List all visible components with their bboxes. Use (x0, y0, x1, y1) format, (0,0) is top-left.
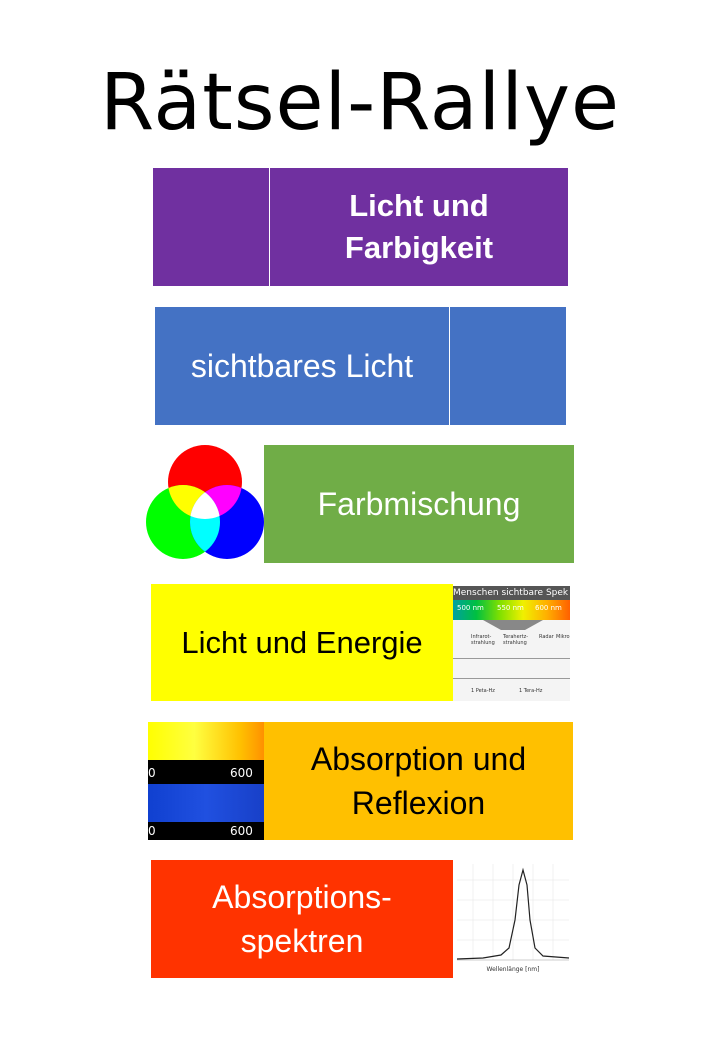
tile-label-line2: spektren (240, 923, 364, 959)
tile-absorptionsspektren[interactable]: Absorptions- spektren (151, 860, 453, 978)
yellow-gradient (148, 722, 264, 760)
scale-label-600: 600 (230, 766, 253, 780)
spectrum-header: Menschen sichtbare Spek (453, 586, 570, 600)
curve-xlabel: Wellenlänge [nm] (487, 966, 540, 973)
tile-farbmischung[interactable]: Farbmischung (264, 445, 574, 563)
spectrum-label-1: Infrarot-strahlung (471, 634, 495, 646)
absorption-scale-image: 0 600 0 600 (148, 722, 264, 840)
tile-label-line2: Reflexion (351, 785, 486, 821)
spectrum-freq-1: 1 Peta-Hz (471, 688, 495, 694)
spectrum-label-3: Radar (539, 634, 554, 640)
scale-label-600: 600 (230, 824, 253, 838)
divider (449, 307, 450, 425)
spectrum-bar (453, 600, 570, 620)
tile-label-line1: Absorptions- (212, 879, 392, 915)
tile-absorption-reflexion[interactable]: Absorption und Reflexion (264, 722, 573, 840)
tile-label-line1: Absorption und (310, 741, 527, 777)
scale-label-left: 0 (148, 824, 156, 838)
spectrum-freq-2: 1 Tera-Hz (519, 688, 543, 694)
spectrum-label-2: Terahertz-strahlung (503, 634, 529, 646)
divider (269, 168, 270, 286)
absorption-curve-thumbnail: Wellenlänge [nm] (453, 860, 571, 978)
spectrum-rule (453, 678, 570, 679)
tile-licht-energie[interactable]: Licht und Energie (151, 584, 453, 701)
tile-label-line1: Licht und (349, 188, 489, 223)
scale-ruler (148, 760, 264, 782)
rgb-color-mixing-icon (146, 445, 264, 559)
spectrum-tick-2: 550 nm (497, 604, 524, 612)
spectrum-tick-3: 600 nm (535, 604, 562, 612)
tile-label: sichtbares Licht (190, 347, 414, 384)
tile-licht-farbigkeit[interactable]: Licht und Farbigkeit (153, 168, 568, 286)
scale-ruler (148, 822, 264, 840)
spectrum-funnel (483, 620, 543, 630)
tile-label-line2: Farbigkeit (344, 230, 494, 265)
spectrum-tick-1: 500 nm (457, 604, 484, 612)
page-title: Rätsel-Rallye (99, 58, 621, 148)
scale-label-left: 0 (148, 766, 156, 780)
spectrum-rule (453, 658, 570, 659)
tile-sichtbares-licht[interactable]: sichtbares Licht (155, 307, 566, 425)
absorption-curve (456, 867, 570, 960)
tile-label: Licht und Farbigkeit (270, 168, 568, 286)
blue-gradient (148, 784, 264, 822)
spectrum-thumbnail: Menschen sichtbare Spek 500 nm 550 nm 60… (453, 586, 570, 701)
spectrum-label-4: Mikro (556, 634, 570, 640)
